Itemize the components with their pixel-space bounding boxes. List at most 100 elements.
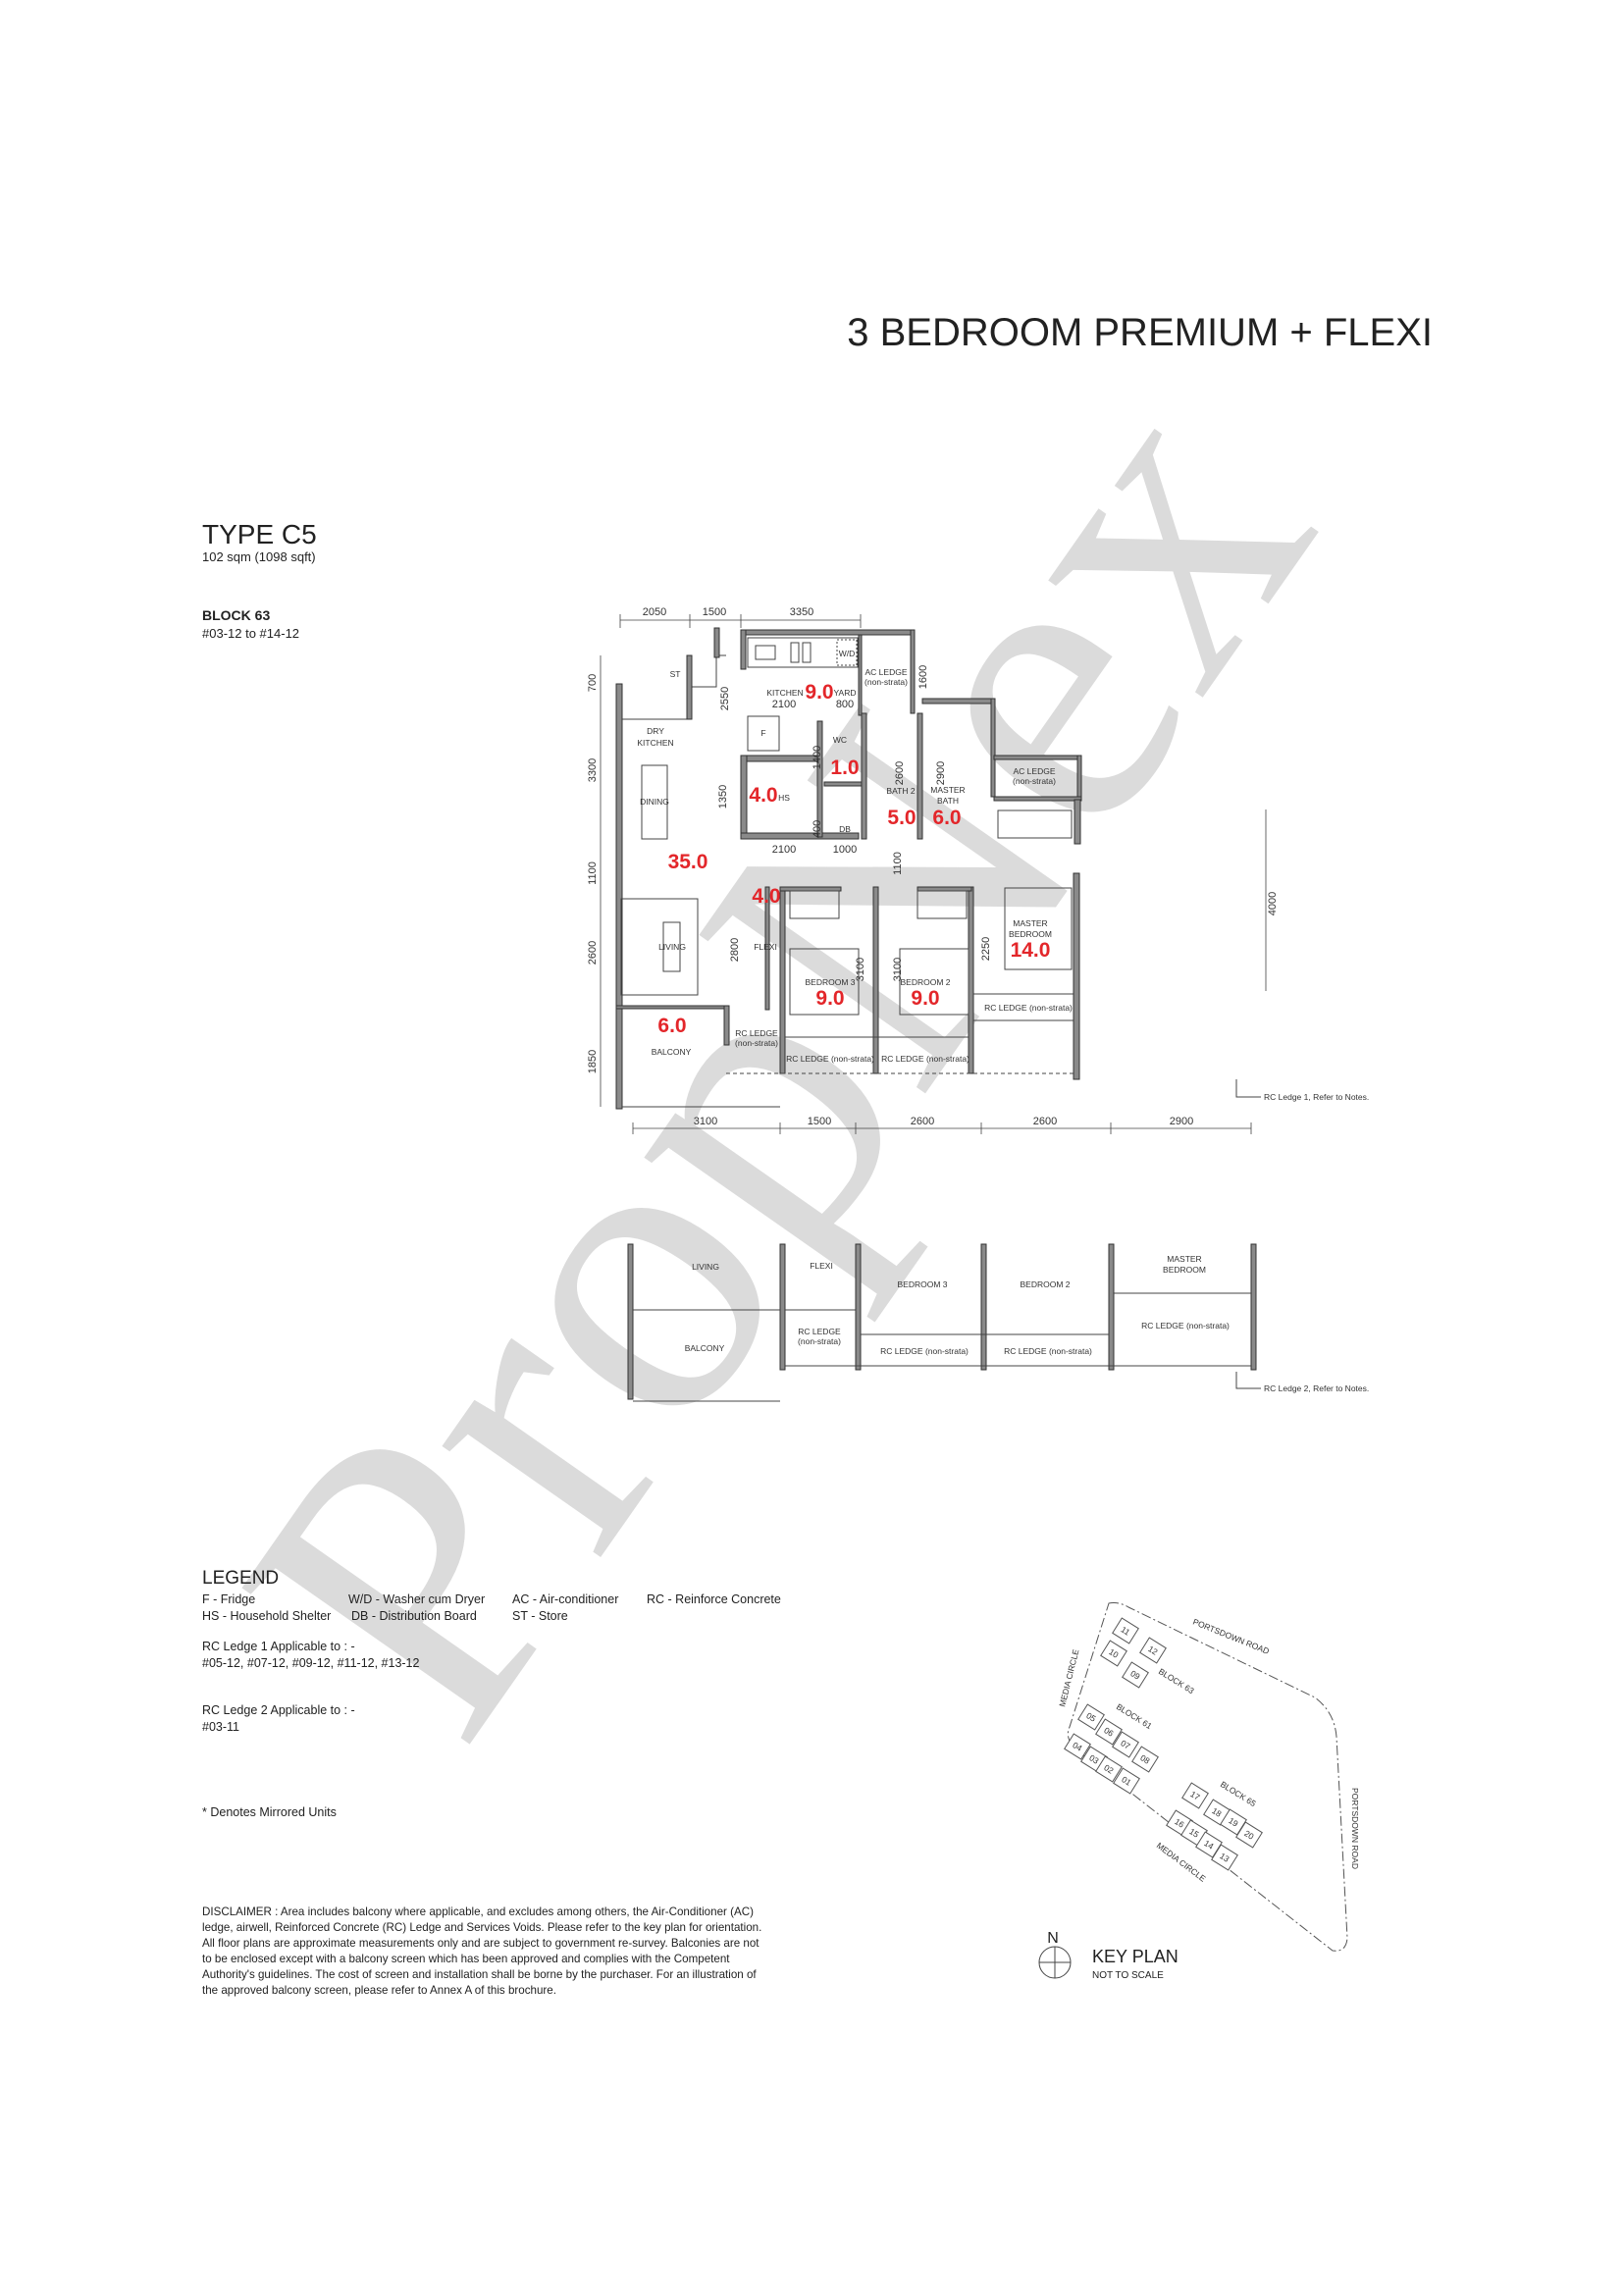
- dim: 1000: [833, 844, 857, 856]
- key-plan-unit: 13: [1211, 1844, 1238, 1871]
- section-rc-ledge: RC LEDGE (non-strata): [1004, 1346, 1092, 1356]
- legend-item: HS - Household Shelter: [202, 1609, 331, 1623]
- rc-ledge-1-note: RC Ledge 1, Refer to Notes.: [1264, 1092, 1369, 1102]
- dim-top: 1500: [703, 606, 726, 618]
- room-bedroom3: BEDROOM 3: [805, 977, 855, 987]
- dim-bottom: 1500: [808, 1116, 831, 1127]
- key-plan-unit: 17: [1181, 1782, 1209, 1809]
- section-master-bedroom: BEDROOM: [1163, 1265, 1206, 1275]
- key-plan-unit: 12: [1139, 1637, 1167, 1664]
- room-wc: WC: [833, 735, 847, 745]
- dim-bottom: 2600: [1033, 1116, 1057, 1127]
- dim: 1600: [917, 665, 929, 689]
- disclaimer-line: DISCLAIMER : Area includes balcony where…: [202, 1905, 754, 1918]
- yard-dim: 800: [836, 699, 854, 710]
- dim-left: 3300: [587, 758, 599, 782]
- key-plan-unit: 08: [1131, 1746, 1159, 1773]
- key-plan-unit: 02: [1095, 1755, 1123, 1783]
- disclaimer-line: All floor plans are approximate measurem…: [202, 1937, 760, 1950]
- section-bedroom3: BEDROOM 3: [897, 1279, 947, 1289]
- unit-range: #03-12 to #14-12: [202, 626, 299, 641]
- alternate-ledge-plan: LIVING FLEXI BEDROOM 3 BEDROOM 2 MASTER …: [627, 1243, 1369, 1402]
- section-balcony: BALCONY: [685, 1343, 725, 1353]
- rc-ledge-2-units: #03-11: [202, 1720, 239, 1734]
- key-plan: PORTSDOWN ROAD PORTSDOWN ROAD MEDIA CIRC…: [1038, 1602, 1360, 1981]
- room-db: DB: [839, 824, 851, 834]
- dim: 4000: [1267, 892, 1279, 915]
- room-ac-ledge: AC LEDGE: [865, 667, 908, 677]
- key-plan-unit: 05: [1077, 1703, 1105, 1731]
- key-plan-unit: 09: [1122, 1661, 1149, 1689]
- room-balcony: BALCONY: [652, 1047, 692, 1057]
- section-flexi: FLEXI: [810, 1261, 833, 1271]
- rc-ledge: RC LEDGE: [735, 1028, 778, 1038]
- key-plan-unit: 01: [1113, 1767, 1140, 1795]
- room-master-bath: BATH: [937, 796, 959, 806]
- dim: 3100: [892, 958, 904, 981]
- section-living: LIVING: [692, 1262, 719, 1272]
- rc-ledge-2-title: RC Ledge 2 Applicable to : -: [202, 1703, 355, 1717]
- room-yard: YARD: [834, 688, 857, 698]
- section-rc-ledge: RC LEDGE (non-strata): [1141, 1321, 1230, 1331]
- rc-ledge-2-note: RC Ledge 2, Refer to Notes.: [1264, 1383, 1369, 1393]
- rc-ledge-1-units: #05-12, #07-12, #09-12, #11-12, #13-12: [202, 1656, 420, 1670]
- key-plan-unit: 11: [1112, 1617, 1139, 1644]
- room-bedroom2: BEDROOM 2: [900, 977, 950, 987]
- disclaimer-line: the approved balcony screen, please refe…: [202, 1984, 556, 1997]
- section-rc-ledge: RC LEDGE: [798, 1327, 841, 1336]
- floor-plan: 2050 1500 3350 700 3300 1100 2600 1850 3…: [587, 606, 1369, 1134]
- disclaimer: DISCLAIMER : Area includes balcony where…: [202, 1905, 761, 1997]
- room-st: ST: [670, 669, 681, 679]
- area-kitchen: 9.0: [805, 681, 833, 704]
- legend-item: F - Fridge: [202, 1592, 255, 1606]
- kitchen-dim: 2100: [772, 699, 796, 710]
- section-rc-ledge: (non-strata): [798, 1336, 841, 1346]
- legend-item: ST - Store: [512, 1609, 568, 1623]
- room-master-bedroom: MASTER: [1013, 918, 1047, 928]
- dim: 1100: [892, 852, 904, 875]
- disclaimer-line: to be enclosed except with a balcony scr…: [202, 1953, 730, 1965]
- area-bedroom2: 9.0: [911, 987, 939, 1010]
- room-flexi: FLEXI: [754, 942, 777, 952]
- legend-heading: LEGEND: [202, 1568, 279, 1589]
- dim-bottom: 2600: [911, 1116, 934, 1127]
- dim: 2600: [894, 761, 906, 785]
- legend: LEGEND F - Fridge W/D - Washer cum Dryer…: [202, 1568, 781, 1819]
- north-compass-icon: [1038, 1946, 1072, 1979]
- key-plan-unit: 10: [1100, 1640, 1127, 1667]
- area-wc: 1.0: [830, 757, 859, 779]
- dim-left: 1850: [587, 1050, 599, 1073]
- room-ac-ledge: (non-strata): [1013, 776, 1056, 786]
- section-bedroom2: BEDROOM 2: [1020, 1279, 1070, 1289]
- legend-item: W/D - Washer cum Dryer: [348, 1592, 485, 1606]
- area-flexi: 4.0: [752, 885, 780, 908]
- key-plan-unit: 07: [1112, 1731, 1139, 1758]
- dim: 3100: [855, 958, 866, 981]
- key-plan-unit: 14: [1195, 1831, 1223, 1858]
- dim: 2900: [935, 761, 947, 785]
- dim: 2250: [980, 937, 992, 961]
- disclaimer-line: Authority's guidelines. The cost of scre…: [202, 1968, 757, 1981]
- legend-item: DB - Distribution Board: [351, 1609, 477, 1623]
- washer-dryer: W/D: [839, 649, 856, 658]
- dim-left: 1100: [587, 861, 599, 885]
- dim-top: 3350: [790, 606, 813, 618]
- legend-item: RC - Reinforce Concrete: [647, 1592, 781, 1606]
- key-plan-unit: 06: [1095, 1718, 1123, 1746]
- mirrored-note: * Denotes Mirrored Units: [202, 1805, 337, 1819]
- area-master-bath: 6.0: [932, 807, 961, 829]
- room-dry-kitchen: KITCHEN: [637, 738, 673, 748]
- dim-bottom: 2900: [1170, 1116, 1193, 1127]
- room-bath2: BATH 2: [886, 786, 915, 796]
- room-dry-kitchen: DRY: [647, 726, 664, 736]
- legend-item: AC - Air-conditioner: [512, 1592, 618, 1606]
- disclaimer-line: ledge, airwell, Reinforced Concrete (RC)…: [202, 1921, 761, 1934]
- key-plan-title: KEY PLAN: [1092, 1947, 1179, 1966]
- dim: 2800: [729, 938, 741, 962]
- dim: 1350: [717, 785, 729, 809]
- room-master-bath: MASTER: [930, 785, 965, 795]
- room-kitchen: KITCHEN: [766, 688, 803, 698]
- unit-area: 102 sqm (1098 sqft): [202, 549, 316, 564]
- rc-ledge: (non-strata): [735, 1038, 778, 1048]
